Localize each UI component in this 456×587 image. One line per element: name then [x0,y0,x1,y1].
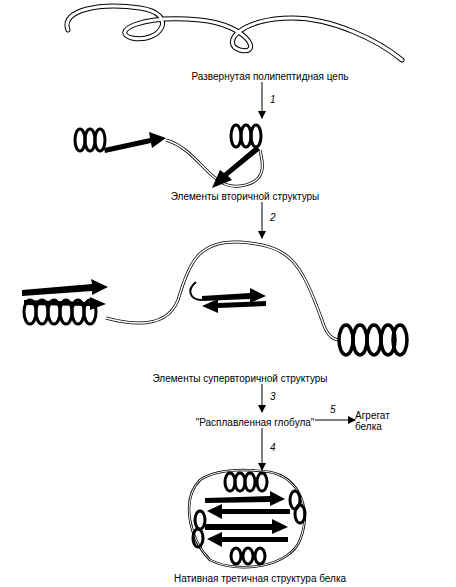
stage-label: Элементы вторичной структуры [171,191,320,202]
unfolded-chain [67,6,402,60]
secondary-elements [75,125,262,188]
step-arrow [262,202,263,238]
native-structure [189,470,305,567]
step-arrow [315,420,355,421]
stage-label: Агрегат белка [355,410,399,432]
step-arrow [262,428,263,470]
stage-node: Агрегат белка [355,410,405,436]
step-number: 1 [270,94,276,105]
step-number: 2 [270,212,276,223]
step-arrow [262,82,263,118]
step-number: 3 [270,391,276,402]
stage-node: Элементы супервторичной структуры [20,238,456,384]
stage-node: Нативная третичная структура белка [140,470,380,584]
supersecondary-elements [22,242,407,355]
step-arrow [262,384,263,412]
stage-label: Развернутая полипептидная цепь [191,71,348,82]
stage-node: "Расплавленная глобула" [195,412,315,428]
step-number: 5 [330,404,336,415]
step-number: 4 [270,442,276,453]
stage-node: Развернутая полипептидная цепь [120,4,420,82]
stage-label: Нативная третичная структура белка [174,573,346,584]
stage-node: Элементы вторичной структуры [130,118,360,202]
stage-label: Элементы супервторичной структуры [152,373,327,384]
stage-label: "Расплавленная глобула" [196,417,315,428]
